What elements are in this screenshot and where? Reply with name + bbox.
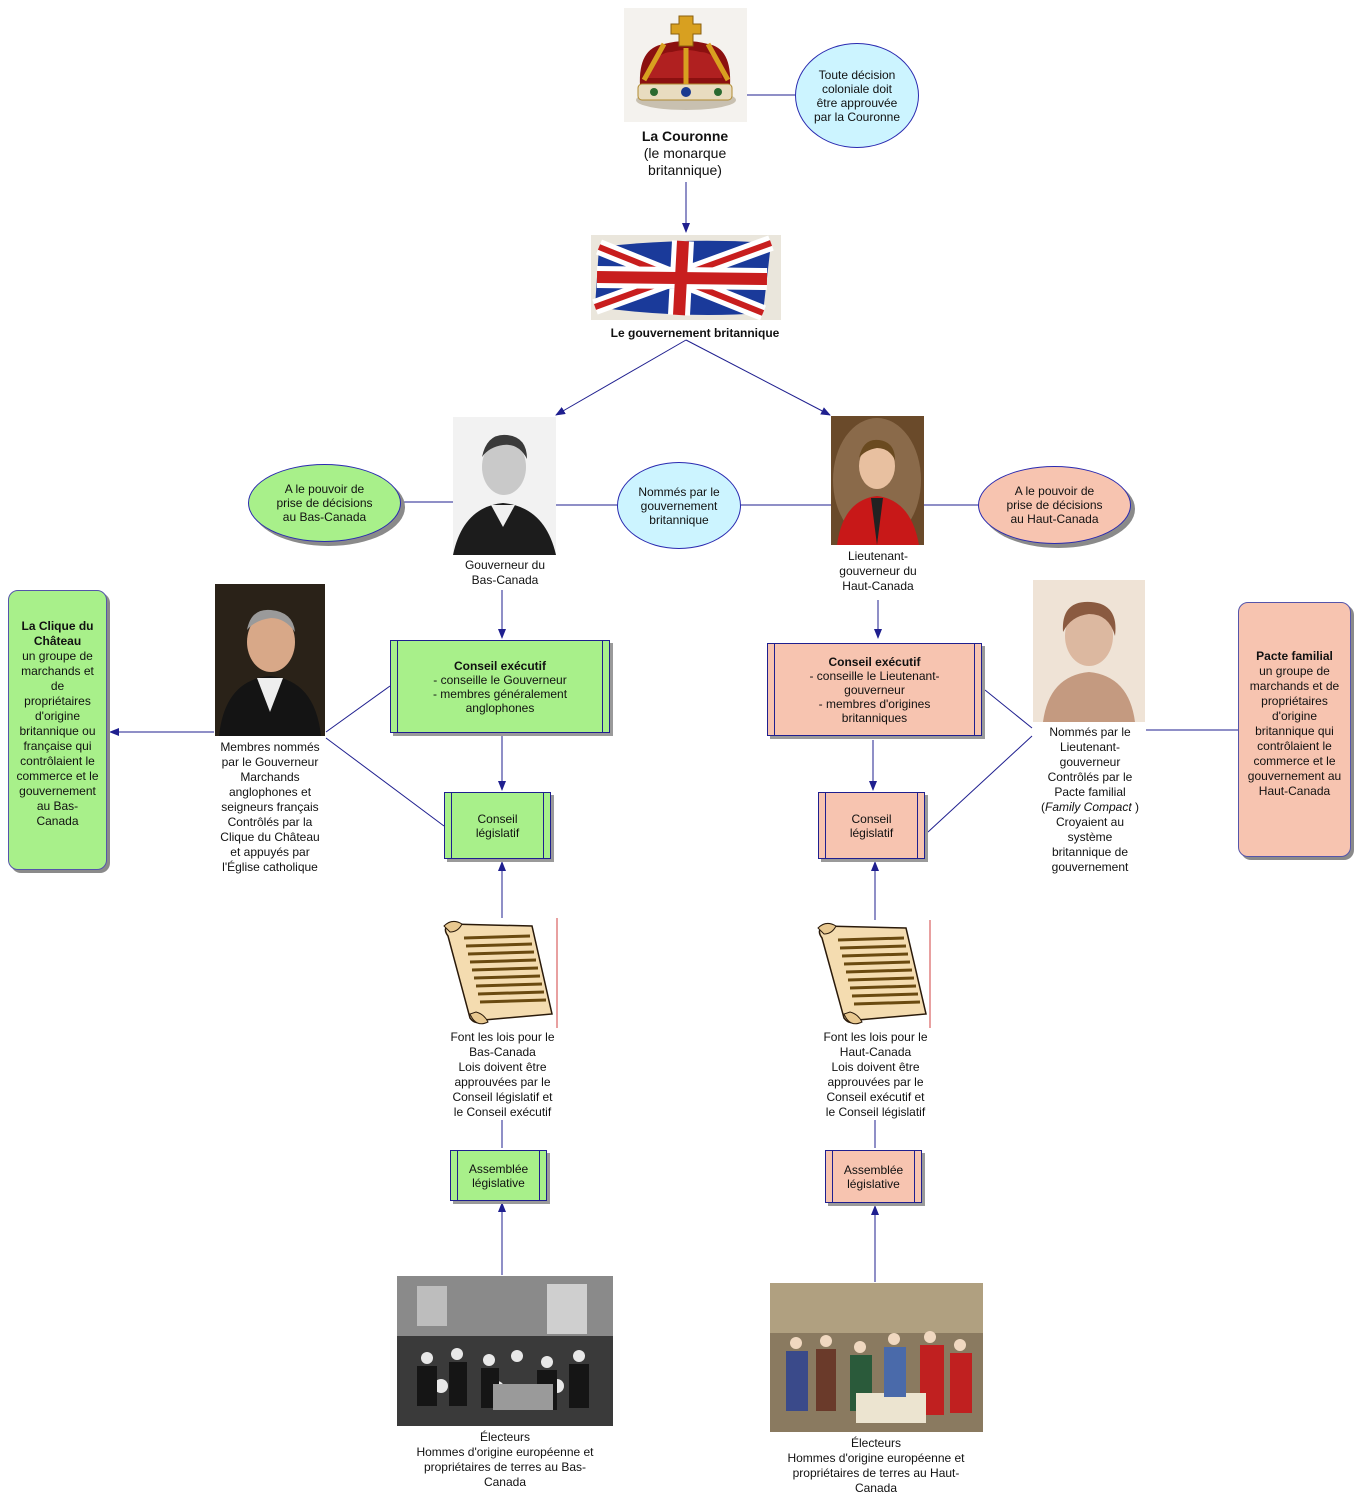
lower-voters-caption: Électeurs Hommes d'origine européenne et… — [416, 1430, 594, 1489]
voters-painting — [397, 1276, 613, 1426]
compact-box: Pacte familial un groupe de marchands et… — [1238, 602, 1351, 857]
lower-legislative-council: Conseil législatif — [444, 792, 551, 859]
crown-sub2: britannique) — [648, 162, 722, 178]
crown-caption: La Couronne (le monarque britannique) — [600, 128, 770, 179]
lieutenant-governor-portrait — [831, 416, 924, 545]
upper-executive-council: Conseil exécutif - conseille le Lieutena… — [767, 643, 982, 736]
crown-sub1: (le monarque — [643, 145, 727, 161]
appointed-note: Nommés par le gouvernement britannique — [617, 462, 741, 549]
clique-portrait — [215, 584, 325, 736]
voters-painting — [770, 1283, 983, 1432]
lower-laws-caption: Font les lois pour le Bas-Canada Lois do… — [450, 1030, 555, 1119]
governor-portrait — [453, 417, 556, 555]
upper-laws-caption: Font les lois pour le Haut-Canada Lois d… — [823, 1030, 928, 1119]
family-compact-label: (Family Compact ) — [1040, 800, 1140, 814]
lower-legislative-assembly: Assemblée législative — [450, 1150, 547, 1201]
scroll-icon — [440, 918, 558, 1028]
compact-caption: Nommés par le Lieutenant- gouverneur Con… — [1020, 725, 1160, 875]
upper-voters-caption: Électeurs Hommes d'origine européenne et… — [787, 1436, 965, 1495]
crown-title: La Couronne — [641, 128, 729, 144]
clique-caption: Membres nommés par le Gouverneur Marchan… — [220, 740, 320, 874]
governor-caption: Gouverneur du Bas-Canada — [464, 558, 546, 587]
upper-legislative-assembly: Assemblée législative — [825, 1150, 922, 1203]
compact-portrait — [1033, 580, 1145, 722]
lower-power-note: A le pouvoir de prise de décisions au Ba… — [248, 464, 401, 542]
clique-box: La Clique du Château un groupe de marcha… — [8, 590, 107, 870]
british-gov-label: Le gouvernement britannique — [610, 326, 780, 340]
union-jack-flag — [591, 235, 781, 320]
lieutenant-governor-caption: Lieutenant- gouverneur du Haut-Canada — [839, 549, 917, 593]
crown-image — [624, 8, 747, 122]
lower-executive-council: Conseil exécutif - conseille le Gouverne… — [390, 640, 610, 733]
scroll-icon — [814, 920, 932, 1028]
upper-power-note: A le pouvoir de prise de décisions au Ha… — [978, 466, 1131, 544]
upper-legislative-council: Conseil législatif — [818, 792, 925, 859]
crown-approval-note: Toute décision coloniale doit être appro… — [795, 43, 919, 148]
